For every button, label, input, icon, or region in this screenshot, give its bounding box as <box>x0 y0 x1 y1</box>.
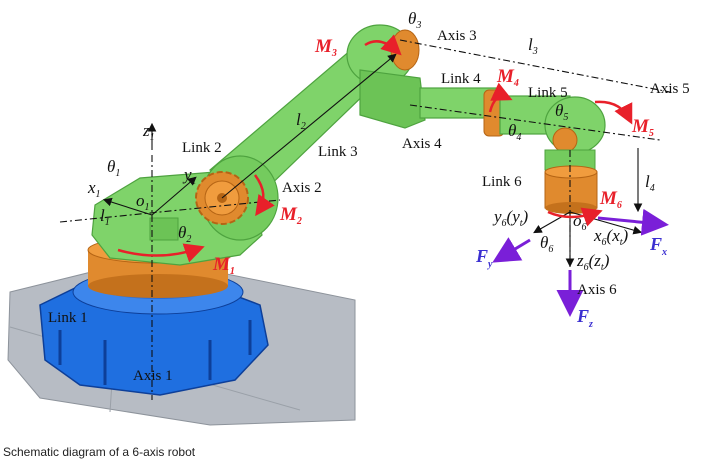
moment-M6: M6 <box>599 188 622 211</box>
symbol-theta3: θ3 <box>408 9 421 31</box>
symbol-z6-zt: z6(zt) <box>576 251 610 273</box>
label-axis-2: Axis 2 <box>282 180 322 196</box>
moment-M1: M1 <box>212 254 235 277</box>
moment-M5: M5 <box>631 116 654 139</box>
symbol-l3: l3 <box>528 35 538 57</box>
symbol-y1: y1 <box>182 165 197 187</box>
symbol-theta2: θ2 <box>178 223 191 245</box>
moment-M2: M2 <box>279 204 302 227</box>
label-axis-5: Axis 5 <box>650 81 690 97</box>
symbol-theta4: θ4 <box>508 121 521 143</box>
symbol-o6: o6 <box>573 211 587 233</box>
label-axis-3: Axis 3 <box>437 28 477 44</box>
force-Fx: Fx <box>649 234 667 258</box>
symbol-l2: l2 <box>296 110 306 132</box>
robot-diagram: Link 1 Link 2 Link 3 Link 4 Link 5 Link … <box>7 9 690 426</box>
symbol-o1: o1 <box>136 191 150 213</box>
label-link-1: Link 1 <box>48 310 88 326</box>
label-axis-6: Axis 6 <box>577 282 617 298</box>
force-Fy: Fy <box>475 246 493 270</box>
symbol-z1: z1 <box>142 121 155 143</box>
symbol-l1: l1 <box>100 206 110 228</box>
label-link-3: Link 3 <box>318 144 358 160</box>
label-link-6: Link 6 <box>482 174 522 190</box>
symbol-x6-xt: x6(xt) <box>593 226 629 248</box>
force-Fz: Fz <box>576 306 593 330</box>
symbol-y6-yt: y6(yt) <box>492 207 529 229</box>
symbol-theta6: θ6 <box>540 233 553 255</box>
figure-caption: Schematic diagram of a 6-axis robot <box>3 445 196 459</box>
label-axis-1: Axis 1 <box>133 368 173 384</box>
label-axis-4: Axis 4 <box>402 136 442 152</box>
label-link-5: Link 5 <box>528 85 568 101</box>
label-link-4: Link 4 <box>441 71 481 87</box>
force-arrows <box>492 208 669 317</box>
label-link-2: Link 2 <box>182 140 222 156</box>
moment-M4: M4 <box>496 66 519 89</box>
symbol-theta1: θ1 <box>107 157 120 179</box>
moment-M3: M3 <box>314 36 337 59</box>
wrist-joint-axis-5 <box>544 96 606 171</box>
link-6-flange <box>544 165 598 214</box>
symbol-x1: x1 <box>87 178 101 200</box>
moment-arrows <box>117 34 633 263</box>
symbol-l4: l4 <box>645 172 655 194</box>
symbol-theta5: θ5 <box>555 101 568 123</box>
